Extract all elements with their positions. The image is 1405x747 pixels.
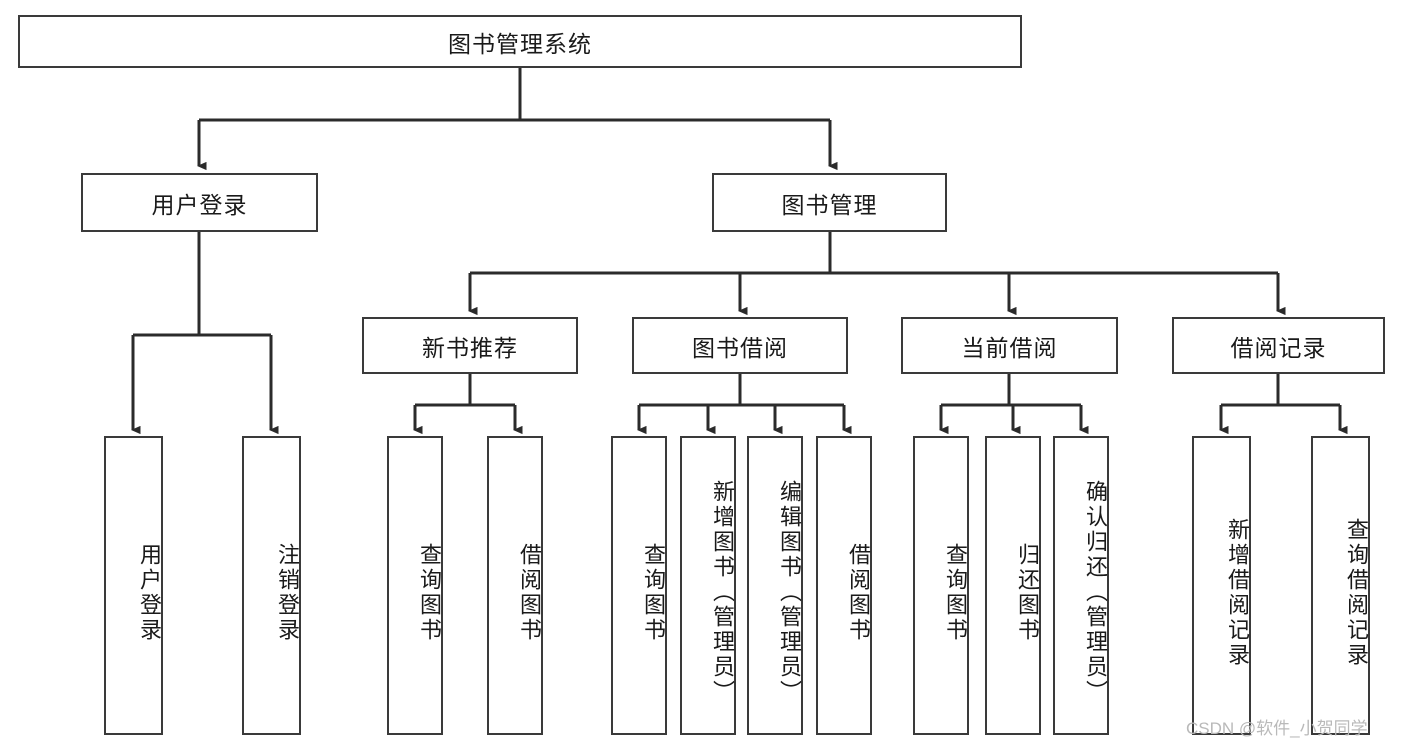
leaf-return-book[interactable]: 归还图书 xyxy=(985,436,1041,735)
node-current-borrow-label: 当前借阅 xyxy=(961,334,1058,361)
leaf-recommend-query-book-label: 查询图书 xyxy=(417,542,442,643)
leaf-edit-book-admin[interactable]: 编辑图书（管理员） xyxy=(747,436,803,735)
node-root[interactable]: 图书管理系统 xyxy=(18,15,1022,68)
node-book-management-label: 图书管理 xyxy=(781,191,878,218)
leaf-query-borrow-record[interactable]: 查询借阅记录 xyxy=(1311,436,1370,735)
leaf-recommend-borrow-book[interactable]: 借阅图书 xyxy=(487,436,543,735)
leaf-borrow-query-book[interactable]: 查询图书 xyxy=(611,436,667,735)
node-borrow-record[interactable]: 借阅记录 xyxy=(1172,317,1385,374)
node-root-label: 图书管理系统 xyxy=(448,30,592,57)
leaf-query-borrow-record-label: 查询借阅记录 xyxy=(1344,517,1369,668)
leaf-return-book-label: 归还图书 xyxy=(1015,542,1040,643)
leaf-recommend-query-book[interactable]: 查询图书 xyxy=(387,436,443,735)
node-book-management[interactable]: 图书管理 xyxy=(712,173,947,232)
leaf-add-book-admin[interactable]: 新增图书（管理员） xyxy=(680,436,736,735)
leaf-borrow-query-book-label: 查询图书 xyxy=(641,542,666,643)
leaf-user-logout-label: 注销登录 xyxy=(275,542,300,643)
node-borrow-record-label: 借阅记录 xyxy=(1230,334,1327,361)
leaf-current-query-book[interactable]: 查询图书 xyxy=(913,436,969,735)
leaf-user-login[interactable]: 用户登录 xyxy=(104,436,163,735)
leaf-recommend-borrow-book-label: 借阅图书 xyxy=(517,542,542,643)
node-book-borrow-label: 图书借阅 xyxy=(692,334,788,361)
leaf-user-logout[interactable]: 注销登录 xyxy=(242,436,301,735)
node-user-login[interactable]: 用户登录 xyxy=(81,173,318,232)
leaf-borrow-book-label: 借阅图书 xyxy=(846,542,871,643)
leaf-confirm-return-admin-label: 确认归还（管理员） xyxy=(1083,480,1108,705)
csdn-watermark: CSDN @软件_小贺同学 xyxy=(1186,719,1368,738)
leaf-current-query-book-label: 查询图书 xyxy=(943,542,968,643)
node-current-borrow[interactable]: 当前借阅 xyxy=(901,317,1118,374)
leaf-user-login-label: 用户登录 xyxy=(137,542,162,643)
leaf-add-borrow-record-label: 新增借阅记录 xyxy=(1225,517,1250,668)
leaf-edit-book-admin-label: 编辑图书（管理员） xyxy=(777,480,802,705)
leaf-add-borrow-record[interactable]: 新增借阅记录 xyxy=(1192,436,1251,735)
node-book-borrow[interactable]: 图书借阅 xyxy=(632,317,848,374)
node-user-login-label: 用户登录 xyxy=(151,191,248,218)
node-new-book-recommend-label: 新书推荐 xyxy=(422,334,518,361)
leaf-confirm-return-admin[interactable]: 确认归还（管理员） xyxy=(1053,436,1109,735)
leaf-borrow-book[interactable]: 借阅图书 xyxy=(816,436,872,735)
node-new-book-recommend[interactable]: 新书推荐 xyxy=(362,317,578,374)
leaf-add-book-admin-label: 新增图书（管理员） xyxy=(710,480,735,705)
